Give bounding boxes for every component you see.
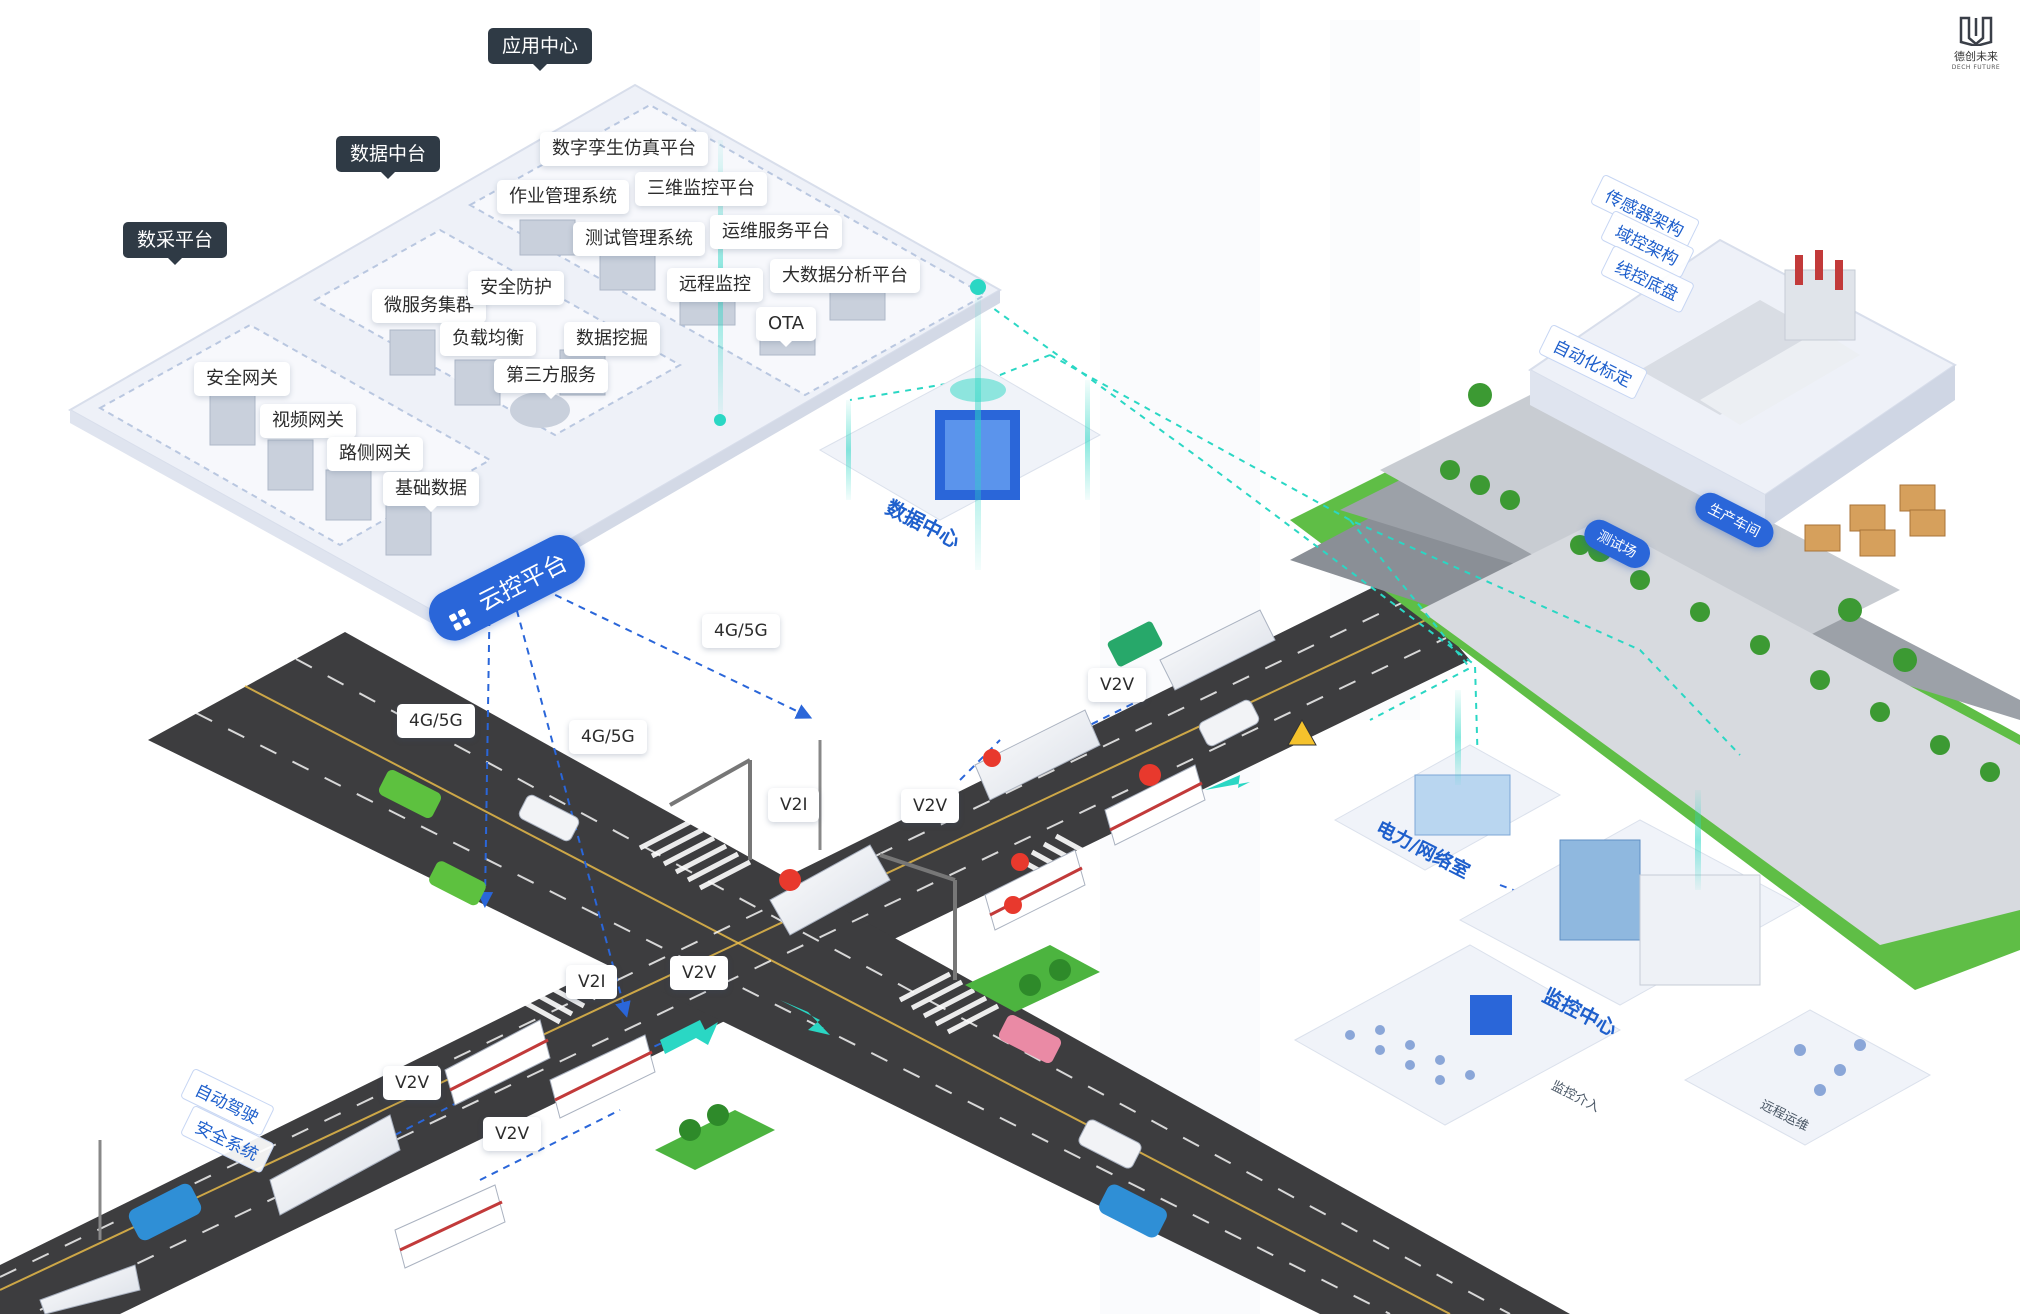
brand-name-cn: 德创未来 (1954, 50, 1998, 63)
collect-item-video-gateway: 视频网关 (260, 404, 356, 438)
data-item-security: 安全防护 (468, 271, 564, 305)
data-item-microservices: 微服务集群 (372, 289, 486, 323)
brand-logo: 德创未来 DECH FUTURE (1948, 16, 2004, 71)
collect-item-base-data: 基础数据 (383, 472, 479, 512)
car-green-1 (378, 769, 442, 819)
van-blue-1 (128, 1183, 202, 1241)
green-zone (1290, 383, 2020, 990)
main-road-diagonal (0, 575, 1570, 1314)
bus-bottom (394, 1184, 506, 1269)
grass-islands (655, 945, 1100, 1170)
car-pink (998, 1014, 1062, 1064)
collect-item-roadside-gateway: 路侧网关 (327, 437, 423, 471)
monitor-center (1293, 790, 1932, 1146)
v2i-label-2: V2I (566, 965, 618, 999)
grid-icon (447, 604, 471, 631)
car-green-2 (429, 861, 486, 906)
warning-sign (1287, 718, 1317, 746)
app-item-test-management: 测试管理系统 (573, 222, 705, 256)
car-white-3 (1078, 1119, 1142, 1169)
movement-arrows (660, 775, 1250, 1054)
v2v-label-3: V2V (670, 956, 729, 990)
app-item-ota: OTA (756, 307, 817, 347)
data-middle-platform-label: 数据中台 (336, 136, 441, 179)
truck-green-top (1107, 621, 1163, 667)
v2v-label-4: V2V (383, 1066, 442, 1100)
net-label-3: 4G/5G (569, 720, 647, 754)
brand-mark-icon (1959, 16, 1993, 48)
truck-top-right (1159, 609, 1276, 691)
alert-dots (779, 749, 1161, 914)
factory-platform (1528, 238, 1957, 557)
app-item-digital-twin: 数字孪生仿真平台 (540, 132, 708, 166)
v2v-label-2: V2V (901, 789, 960, 823)
data-collection-platform-label: 数采平台 (123, 222, 228, 265)
traffic-light-pole (669, 758, 752, 860)
data-item-data-mining: 数据挖掘 (564, 322, 660, 356)
v2v-label-1: V2V (1088, 668, 1147, 702)
bus-left-1 (444, 1019, 551, 1106)
app-item-ops-service: 运维服务平台 (710, 215, 842, 249)
vehicles (39, 609, 1317, 1314)
bus-left-2 (549, 1034, 656, 1119)
car-white-2 (1198, 699, 1260, 747)
net-label-1: 4G/5G (702, 614, 780, 648)
truck-bottom-edge (39, 1264, 141, 1314)
app-item-big-data: 大数据分析平台 (770, 259, 920, 293)
brand-name-en: DECH FUTURE (1951, 64, 2001, 71)
cloud-platform-badge: 云控平台 (421, 527, 593, 649)
van-blue-2 (1099, 1184, 1167, 1238)
v2i-label-1: V2I (768, 788, 820, 822)
app-item-remote-monitoring: 远程监控 (667, 268, 763, 302)
traffic-light-pole-2 (879, 853, 957, 980)
app-item-job-management: 作业管理系统 (497, 180, 629, 214)
application-center-label: 应用中心 (488, 28, 593, 71)
collect-item-security-gateway: 安全网关 (194, 362, 290, 396)
net-label-2: 4G/5G (397, 704, 475, 738)
data-item-third-party: 第三方服务 (494, 359, 608, 399)
data-item-load-balancing: 负载均衡 (440, 322, 536, 356)
truck-center-crossing (769, 844, 891, 936)
bus-right-2 (1104, 764, 1206, 846)
v2v-label-5: V2V (483, 1117, 542, 1151)
truck-mid-right (974, 709, 1101, 801)
truck-bottom-left (269, 1114, 401, 1216)
app-item-3d-monitoring: 三维监控平台 (635, 172, 767, 206)
power-room (1333, 690, 1562, 871)
car-white-1 (518, 794, 580, 842)
